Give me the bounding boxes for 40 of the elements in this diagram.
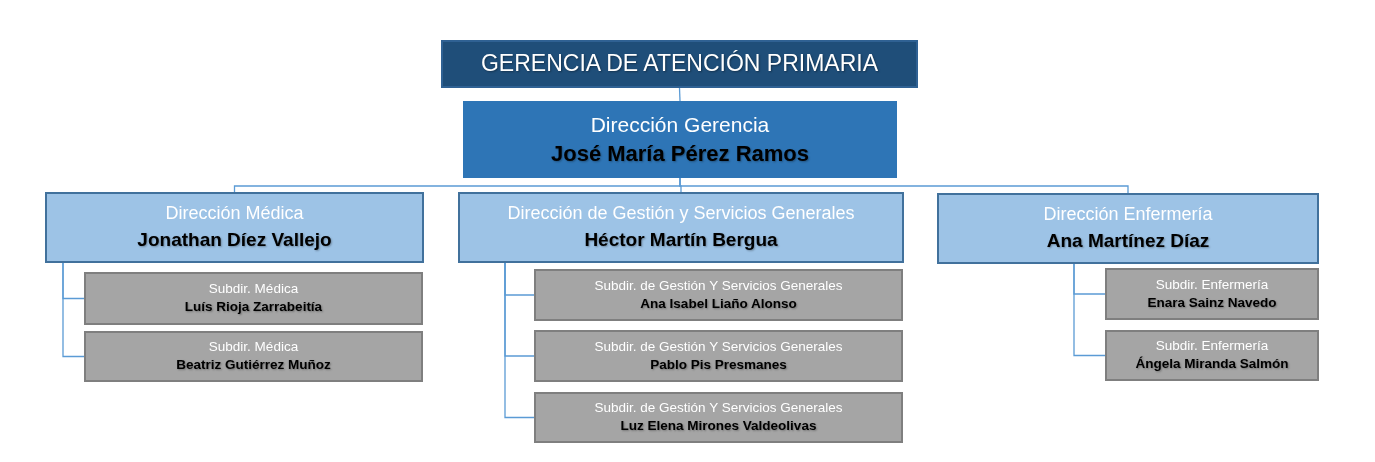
person-name: Ana Martínez Díaz — [1046, 230, 1210, 252]
person-name: Luz Elena Mirones Valdeolivas — [620, 419, 817, 434]
subdirector-box — [1105, 330, 1319, 381]
subdirector-box — [534, 392, 903, 443]
connector-line — [504, 262, 535, 419]
role-title: Subdir. Médica — [208, 282, 299, 297]
role-title: Subdir. Enfermería — [1155, 277, 1269, 293]
subdirector-box — [84, 331, 423, 382]
subdirector-box — [534, 269, 903, 321]
role-title: Subdir. de Gestión Y Servicios Generales — [594, 401, 843, 416]
role-title: Subdir. Enfermería — [1155, 339, 1269, 354]
person-name: Luís Rioja Zarrabeitía — [184, 300, 323, 315]
subdirector-box — [534, 330, 903, 382]
role-title: Dirección Gerencia — [590, 112, 770, 136]
department-box — [45, 192, 424, 263]
person-name: Jonathan Díez Vallejo — [137, 229, 332, 251]
connector-line — [678, 87, 681, 102]
department-box — [937, 193, 1319, 264]
role-title: Subdir. de Gestión Y Servicios Generales — [594, 278, 843, 294]
connector-line — [1073, 263, 1106, 357]
role-title: Subdir. de Gestión Y Servicios Generales — [594, 339, 843, 355]
person-name: Ángela Miranda Salmón — [1135, 357, 1289, 372]
heading-text: GERENCIA DE ATENCIÓN PRIMARIA — [481, 51, 878, 77]
role-title: Dirección Enfermería — [1043, 205, 1213, 225]
person-name: Héctor Martín Bergua — [584, 229, 778, 251]
person-name: José María Pérez Ramos — [551, 141, 809, 167]
role-title: Dirección de Gestión y Servicios Generales — [507, 204, 855, 224]
role-title: Subdir. Médica — [208, 340, 299, 355]
person-name: Pablo Pis Presmanes — [650, 357, 787, 373]
role-title: Dirección Médica — [165, 204, 304, 224]
person-name: Ana Isabel Liaño Alonso — [640, 296, 797, 312]
department-box — [458, 192, 904, 263]
person-name: Beatriz Gutiérrez Muñoz — [176, 358, 331, 373]
subdirector-box — [84, 272, 423, 325]
person-name: Enara Sainz Navedo — [1147, 295, 1277, 311]
subdirector-box — [1105, 268, 1319, 320]
connector-line — [679, 177, 1129, 194]
title-box — [441, 40, 918, 88]
executive-box — [463, 101, 897, 178]
connector-line — [62, 262, 85, 358]
